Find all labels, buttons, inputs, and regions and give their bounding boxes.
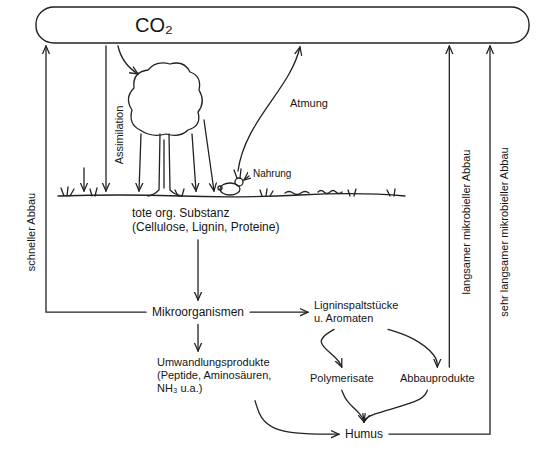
flow-arrow (389, 46, 490, 434)
node-detail: (Cellulose, Lignin, Proteine) (132, 220, 279, 234)
co2-band: CO₂ (35, 6, 530, 44)
flow-arrow (449, 46, 450, 367)
process-label: Nahrung (251, 168, 293, 180)
node-heading: Mikroorganismen (152, 305, 244, 319)
flow-arrow (388, 329, 437, 367)
flow-label: schneller Abbau (25, 191, 38, 273)
product-text-node: Umwandlungsprodukte(Peptide, Aminosäuren… (155, 354, 295, 398)
node-heading: Umwandlungsprodukte (157, 356, 293, 369)
flow-arrow (46, 46, 146, 312)
flow-arrow (197, 324, 198, 351)
node-heading: Humus (345, 427, 383, 441)
flow-arrow (255, 401, 339, 435)
flow-label: sehr langsamer mikrobieller Abbau (498, 145, 511, 318)
food-arrow (244, 176, 249, 180)
litter (285, 191, 342, 195)
process-label: Assimilation (113, 104, 126, 167)
litter-fall-arrow (139, 134, 141, 191)
litter-fall-arrow (83, 168, 84, 191)
flow-arrow (364, 390, 427, 422)
product-text-node: Abbauprodukte (398, 370, 477, 387)
product-text-node: Ligninspaltstücke u. Aromaten (312, 297, 410, 327)
litter-fall-arrow (204, 120, 214, 191)
node-heading: Ligninspaltstücke u. Aromaten (314, 299, 408, 325)
process-text-node: Mikroorganismen (150, 303, 246, 321)
assimilation-arrow (118, 46, 138, 74)
assimilation-arrow (105, 46, 106, 191)
rabbit (218, 169, 243, 195)
node-heading: Abbauprodukte (400, 372, 475, 385)
flow-arrow (197, 240, 198, 300)
co2-band-outline (35, 6, 530, 44)
flow-arrow (250, 312, 308, 313)
humus-text-node: Humus (343, 425, 385, 443)
node-heading: tote org. Substanz (132, 206, 279, 220)
node-heading: CO₂ (135, 13, 173, 37)
flow-arrow (321, 329, 342, 367)
flow-label: langsamer mikrobieller Abbau (460, 148, 473, 297)
flow-arrow (342, 390, 364, 422)
tree (128, 63, 202, 196)
co2-band-shape (36, 7, 529, 43)
product-text-node: Polymerisate (308, 370, 376, 387)
node-detail: (Peptide, Aminosäuren, NH₃ u.a.) (157, 369, 293, 395)
node-heading: Polymerisate (310, 372, 374, 385)
litter-fall-arrow (192, 134, 196, 191)
process-label: Atmung (288, 97, 330, 110)
matter-text-node: tote org. Substanz(Cellulose, Lignin, Pr… (130, 204, 281, 237)
